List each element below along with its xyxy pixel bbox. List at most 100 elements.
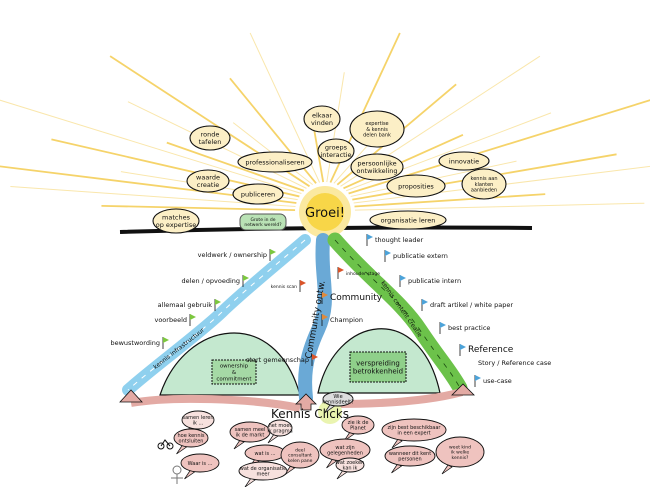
flag-label: use-case <box>483 377 512 385</box>
flag-icon <box>475 375 481 381</box>
flag-icon <box>215 299 221 305</box>
note-text: netwerk wereld? <box>244 222 282 228</box>
speech-text: wanneer dit kent <box>389 451 431 457</box>
bubble-shape <box>435 436 485 468</box>
speech-text: weet kind <box>449 444 471 450</box>
speech-text: gelegenheden <box>327 451 363 457</box>
bubble-text: ronde <box>201 131 220 139</box>
flag-icon <box>400 275 406 281</box>
milestone-flag: use-case <box>474 375 512 387</box>
flag-icon <box>422 299 428 305</box>
flag-label: bewustwording <box>110 339 160 347</box>
bubble-text: op expertise <box>156 221 196 229</box>
idea-bubble: organisatie leren <box>369 210 447 230</box>
speech-text: Wie <box>333 394 342 400</box>
milestone-flag: kennis scan <box>271 280 306 292</box>
speech-text: samen leren <box>182 415 213 421</box>
flag-icon <box>190 314 196 320</box>
speech-text: samen meel <box>235 427 266 433</box>
bubble-text: creatie <box>197 181 219 189</box>
milestone-flag: draft artikel / white paper <box>421 299 513 311</box>
milestone-flag: veldwerk / ownership <box>198 249 276 261</box>
flag-icon <box>300 280 306 286</box>
flag-label: start gemeenschap <box>246 356 309 364</box>
bubble-shape <box>386 174 446 198</box>
arrow-left-head <box>119 389 143 403</box>
hill-label: verspreiding <box>356 359 400 367</box>
speech-text: personen <box>398 457 421 463</box>
bubble-text: innovatie <box>449 157 479 165</box>
speech-text: zijn best beschikbaar <box>388 425 442 431</box>
flag-label: delen / opvoeding <box>182 277 240 285</box>
milestone-flag: publicatie intern <box>399 275 461 287</box>
flag-icon <box>460 344 466 350</box>
bubble-shape <box>280 441 320 469</box>
bubble-text: aanbieden <box>471 188 497 194</box>
bubble-text: professionaliseren <box>245 158 304 166</box>
bubble-shape <box>341 415 375 435</box>
note-shape <box>239 213 287 231</box>
milestone-flag: delen / opvoeding <box>182 275 249 287</box>
bubble-text: ontwikkeling <box>357 167 398 175</box>
bubble-shape <box>152 208 200 234</box>
bubble-shape <box>189 125 231 151</box>
hill-label: ownership <box>220 364 249 370</box>
bubble-shape <box>267 419 293 437</box>
flag-icon <box>322 314 328 320</box>
speech-text: consultant <box>288 453 312 459</box>
bubble-shape <box>461 168 507 200</box>
flag-label: veldwerk / ownership <box>198 251 267 259</box>
bubble-text: publiceren <box>241 190 275 198</box>
bubble-text: expertise <box>365 121 388 127</box>
flag-label: draft artikel / white paper <box>430 301 513 309</box>
milestone-flag: Story / Reference case <box>478 359 551 367</box>
bubble-text: proposities <box>398 182 434 190</box>
person-icon <box>171 465 183 484</box>
sun-ray <box>354 202 645 211</box>
bubble-text: kennis aan <box>470 176 497 182</box>
bubble-shape <box>335 457 365 473</box>
flag-icon <box>385 250 391 256</box>
bubble-text: interactie <box>320 151 351 159</box>
speech-text: wat zijn <box>335 445 354 451</box>
bubble-text: elkaar <box>312 112 332 120</box>
flag-label: inhouder stage <box>346 271 380 277</box>
bubble-shape <box>350 153 404 181</box>
flag-icon <box>338 267 344 273</box>
flag-icon <box>163 337 169 343</box>
river-content-creation <box>327 232 468 396</box>
milestone-flag: start gemeenschap <box>246 354 318 366</box>
speech-text: het moet <box>269 423 292 429</box>
flag-label: voorbeeld <box>154 316 187 324</box>
clicks-title: Kennis Clicks <box>271 407 349 421</box>
speech-text: Waar is ... <box>188 461 213 467</box>
idea-bubble: publiceren <box>232 183 284 205</box>
bubble-shape <box>186 169 230 193</box>
flag-icon <box>367 234 373 240</box>
sun-ray <box>101 204 296 212</box>
speech-bubble: samen lerenik ... <box>181 410 215 437</box>
bubble-text: delen bank <box>363 133 391 139</box>
speech-text: ik welke <box>451 450 469 456</box>
bubble-text: persoonlijke <box>357 160 396 168</box>
flag-icon <box>243 275 249 281</box>
milestone-flag: publicatie extern <box>384 250 448 262</box>
speech-text: wat zoeken <box>336 460 364 466</box>
hill-left-sign <box>211 359 257 385</box>
milestone-flag: bewustwording <box>110 337 169 349</box>
sun <box>306 193 344 231</box>
bubble-text: klanten <box>475 182 494 188</box>
flag-icon <box>440 322 446 328</box>
milestone-flag: Reference <box>459 344 514 356</box>
speech-text: meer <box>256 472 270 478</box>
speech-text: in een expert <box>397 431 430 437</box>
